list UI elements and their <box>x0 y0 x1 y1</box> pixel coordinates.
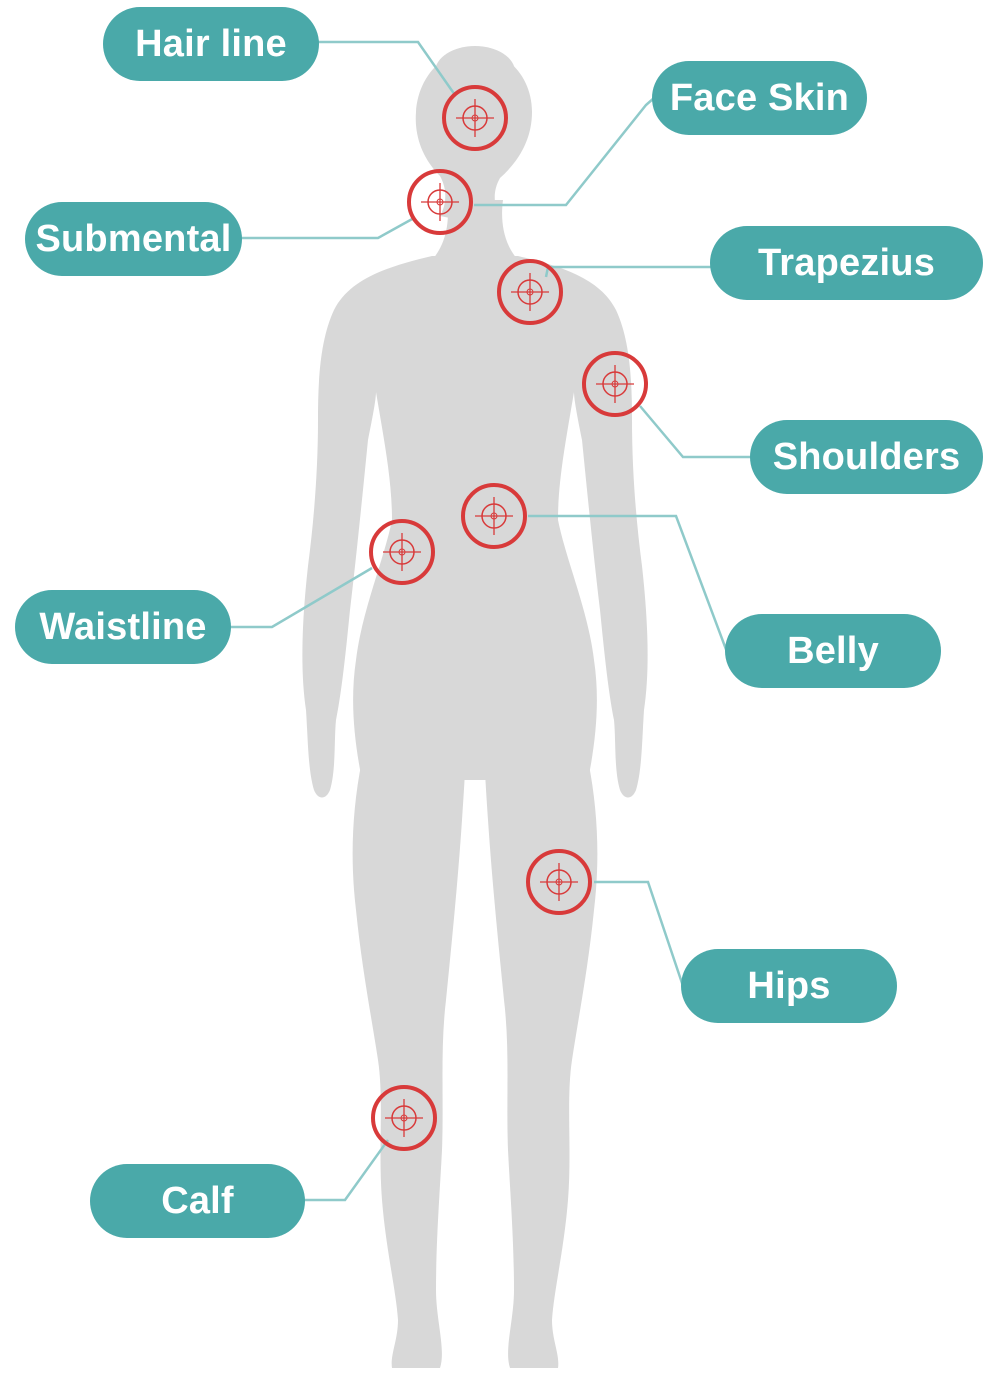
label-calf: Calf <box>90 1164 305 1238</box>
label-face-skin: Face Skin <box>652 61 867 135</box>
label-hips: Hips <box>681 949 897 1023</box>
leader-line-hips <box>594 882 683 986</box>
label-waistline: Waistline <box>15 590 231 664</box>
female-body-silhouette <box>302 46 647 1368</box>
label-shoulders: Shoulders <box>750 420 983 494</box>
leader-line-calf <box>303 1140 388 1200</box>
label-submental: Submental <box>25 202 242 276</box>
leader-line-submental <box>240 218 414 238</box>
label-hair-line: Hair line <box>103 7 319 81</box>
label-belly: Belly <box>725 614 941 688</box>
label-trapezius: Trapezius <box>710 226 983 300</box>
leader-line-shoulders <box>640 406 752 457</box>
